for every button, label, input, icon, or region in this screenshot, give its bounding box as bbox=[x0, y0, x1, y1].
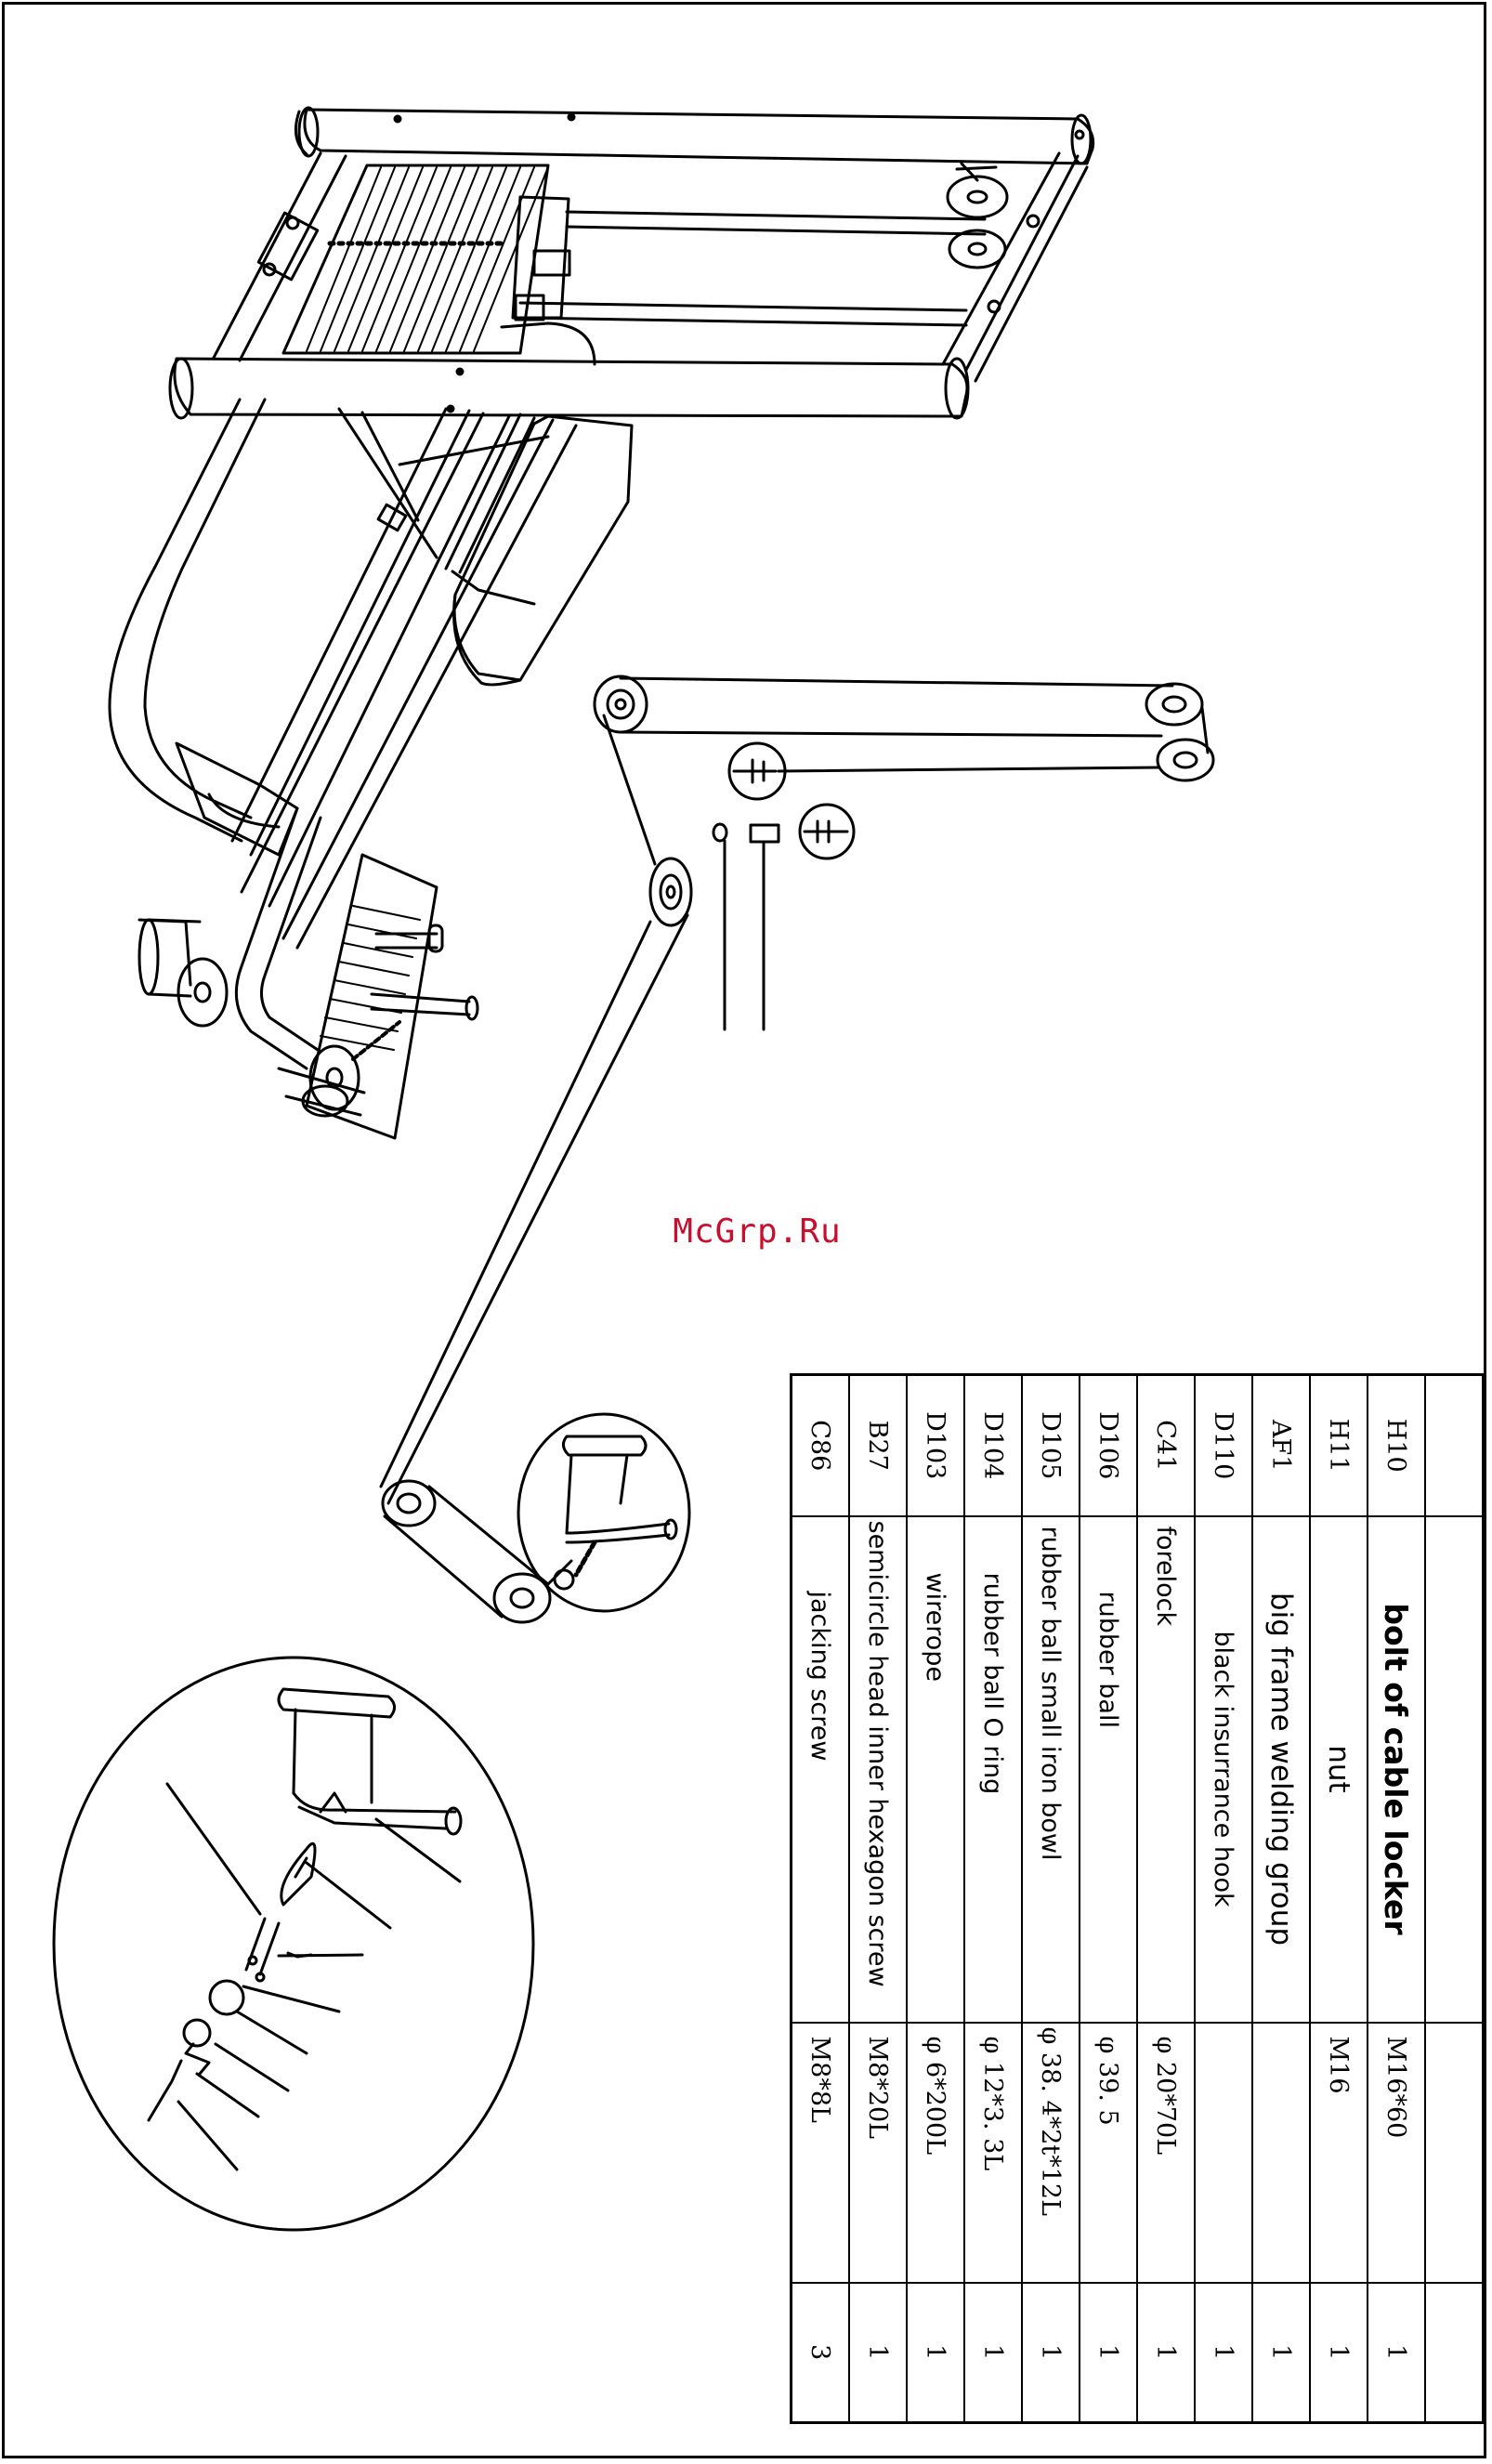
part-spec: M16 bbox=[1310, 2022, 1368, 2283]
table-row: D105 rubber ball small iron bowl φ 38. 4… bbox=[1022, 1374, 1080, 2423]
part-code: D105 bbox=[1022, 1374, 1080, 1516]
part-code: D103 bbox=[907, 1374, 964, 1516]
part-code bbox=[1425, 1374, 1484, 1516]
part-qty bbox=[1425, 2282, 1484, 2423]
part-spec: M16*60 bbox=[1368, 2022, 1425, 2283]
part-name: forelock bbox=[1137, 1515, 1195, 2023]
part-qty: 3 bbox=[791, 2282, 849, 2423]
cable-routing bbox=[379, 675, 1215, 1624]
part-spec bbox=[1252, 2022, 1310, 2283]
part-spec bbox=[1195, 2022, 1252, 2283]
part-name: big frame welding group bbox=[1252, 1515, 1310, 2023]
part-name: rubber ball small iron bowl bbox=[1022, 1515, 1080, 2023]
part-code: C41 bbox=[1137, 1374, 1195, 1516]
part-qty: 1 bbox=[964, 2282, 1022, 2423]
part-qty: 1 bbox=[1368, 2282, 1425, 2423]
part-code: H10 bbox=[1368, 1374, 1425, 1516]
handle-detail-circle bbox=[517, 1412, 691, 1613]
table-row: D104 rubber ball O ring φ 12*3. 3L 1 bbox=[964, 1374, 1022, 2423]
part-qty: 1 bbox=[1080, 2282, 1137, 2423]
part-qty: 1 bbox=[907, 2282, 964, 2423]
table-row bbox=[1425, 1374, 1484, 2423]
part-spec: φ 12*3. 3L bbox=[964, 2022, 1022, 2283]
part-name: wirerope bbox=[907, 1515, 964, 2023]
part-name bbox=[1425, 1515, 1484, 2023]
part-name: rubber ball bbox=[1080, 1515, 1137, 2023]
weight-stack-frame bbox=[168, 106, 1095, 420]
table-row: D103 wirerope φ 6*200L 1 bbox=[907, 1374, 964, 2423]
part-qty: 1 bbox=[1022, 2282, 1080, 2423]
part-spec: M8*8L bbox=[791, 2022, 849, 2283]
part-qty: 1 bbox=[1137, 2282, 1195, 2423]
part-name: jacking screw bbox=[791, 1515, 849, 2023]
part-qty: 1 bbox=[1195, 2282, 1252, 2423]
part-spec: M8*20L bbox=[849, 2022, 907, 2283]
part-name: black insurrance hook bbox=[1195, 1515, 1252, 2023]
part-code: D110 bbox=[1195, 1374, 1252, 1516]
part-code: D106 bbox=[1080, 1374, 1137, 1516]
table-row: H10 bolt of cable locker M16*60 1 bbox=[1368, 1374, 1425, 2423]
table-row: C41 forelock φ 20*70L 1 bbox=[1137, 1374, 1195, 2423]
table-row: C86 jacking screw M8*8L 3 bbox=[791, 1374, 849, 2423]
parts-list-table: H10 bolt of cable locker M16*60 1 H11 nu… bbox=[790, 1373, 1485, 2424]
watermark-text: McGrp.Ru bbox=[673, 1212, 842, 1251]
part-code: B27 bbox=[849, 1374, 907, 1516]
table-row: B27 semicircle head inner hexagon screw … bbox=[849, 1374, 907, 2423]
part-name: bolt of cable locker bbox=[1368, 1515, 1425, 2023]
part-qty: 1 bbox=[1252, 2282, 1310, 2423]
part-qty: 1 bbox=[849, 2282, 907, 2423]
part-spec: φ 39. 5 bbox=[1080, 2022, 1137, 2283]
bench-frame bbox=[108, 398, 634, 1140]
part-spec: φ 38. 4*2t*12L bbox=[1022, 2022, 1080, 2283]
table-row: D106 rubber ball φ 39. 5 1 bbox=[1080, 1374, 1137, 2423]
part-name: semicircle head inner hexagon screw bbox=[849, 1515, 907, 2023]
part-spec bbox=[1425, 2022, 1484, 2283]
part-name: nut bbox=[1310, 1515, 1368, 2023]
part-qty: 1 bbox=[1310, 2282, 1368, 2423]
table-row: AF1 big frame welding group 1 bbox=[1252, 1374, 1310, 2423]
part-name: rubber ball O ring bbox=[964, 1515, 1022, 2023]
part-code: AF1 bbox=[1252, 1374, 1310, 1516]
table-row: H11 nut M16 1 bbox=[1310, 1374, 1368, 2423]
parts-list-table-wrap: H10 bolt of cable locker M16*60 1 H11 nu… bbox=[790, 1373, 1485, 2424]
part-code: D104 bbox=[964, 1374, 1022, 1516]
part-spec: φ 6*200L bbox=[907, 2022, 964, 2283]
part-code: C86 bbox=[791, 1374, 849, 1516]
table-row: D110 black insurrance hook 1 bbox=[1195, 1374, 1252, 2423]
part-code: H11 bbox=[1310, 1374, 1368, 1516]
part-spec: φ 20*70L bbox=[1137, 2022, 1195, 2283]
exploded-detail-circle bbox=[52, 1656, 535, 2232]
